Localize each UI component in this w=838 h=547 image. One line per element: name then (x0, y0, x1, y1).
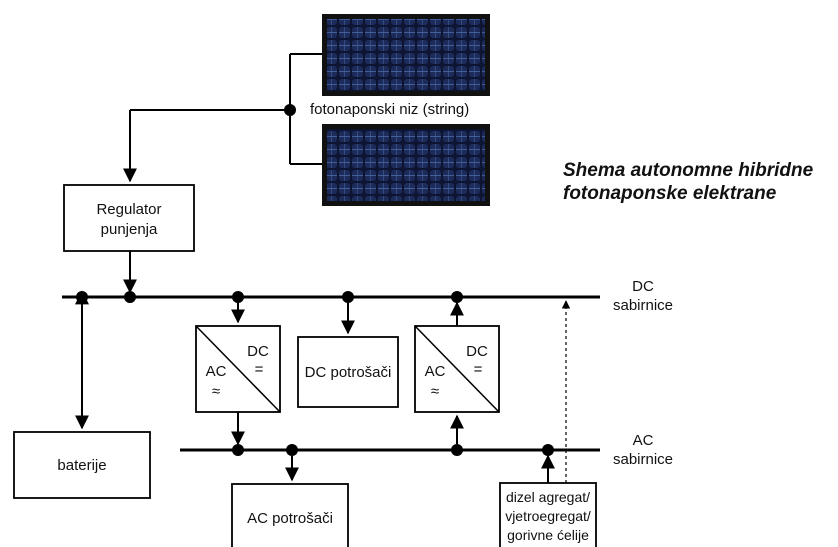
batteries-box: baterije (13, 431, 151, 499)
inverter-box-1: DC = AC ≈ (195, 325, 281, 413)
ac-bus-label-1: AC (633, 432, 654, 449)
inverter1-dc-sym: = (255, 361, 264, 378)
dc-bus-label-1: DC (632, 278, 654, 295)
diagram-title-line1: Shema autonomne hibridne (563, 160, 814, 181)
inverter1-ac-sym: ≈ (212, 383, 220, 400)
generators-box: dizel agregat/ vjetroegregat/ gorivne će… (499, 482, 597, 547)
generators-line2: vjetroegregat/ (505, 508, 591, 524)
solar-panel-bottom (322, 124, 490, 206)
rectifier2-dc: DC (466, 343, 488, 360)
batteries-label: baterije (57, 457, 106, 474)
pv-wiring (123, 53, 322, 183)
generators-line3: gorivne ćelije (507, 527, 589, 543)
pv-junction-node (284, 104, 296, 116)
generators-line1: dizel agregat/ (506, 489, 590, 505)
dc-loads-label: DC potrošači (305, 364, 392, 381)
charge-regulator-line2: punjenja (101, 221, 158, 238)
dc-loads-box: DC potrošači (297, 336, 399, 408)
rectifier-box-2: DC = AC ≈ (414, 325, 500, 413)
dc-bus-label-2: sabirnice (613, 297, 673, 314)
pv-array-label: fotonaponski niz (string) (310, 101, 469, 118)
inverter1-dc: DC (247, 343, 269, 360)
rectifier2-ac: AC (425, 363, 446, 380)
charge-regulator-box: Regulator punjenja (63, 184, 195, 252)
diagram-title-line2: fotonaponske elektrane (563, 183, 777, 204)
ac-loads-label: AC potrošači (247, 510, 333, 527)
inverter1-ac: AC (206, 363, 227, 380)
bus-nodes (76, 291, 554, 456)
ac-bus-label-2: sabirnice (613, 451, 673, 468)
rectifier2-ac-sym: ≈ (431, 383, 439, 400)
rectifier2-dc-sym: = (474, 361, 483, 378)
charge-regulator-line1: Regulator (96, 201, 161, 218)
solar-panel-top (322, 14, 490, 96)
ac-loads-box: AC potrošači (231, 483, 349, 547)
